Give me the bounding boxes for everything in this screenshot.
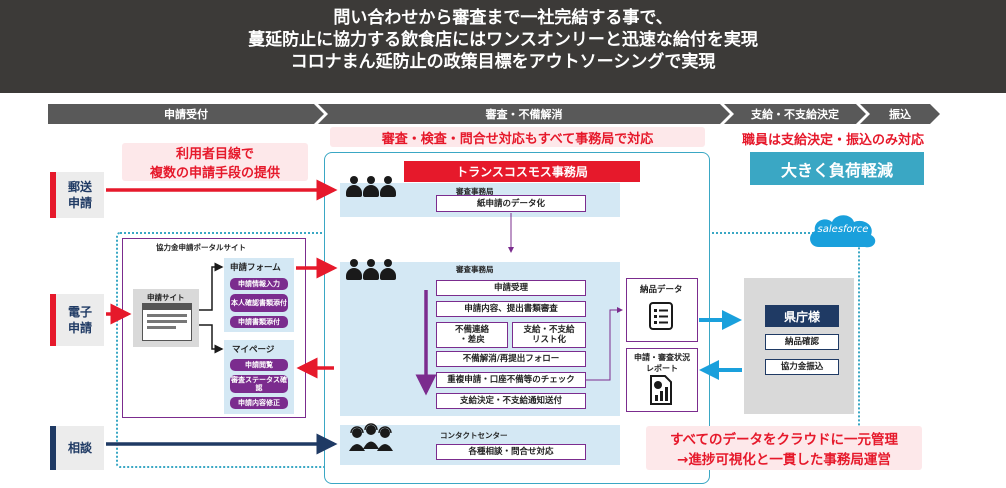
- callout-center-top: 審査・検査・問合せ対応もすべて事務局で対応: [330, 127, 705, 147]
- arrow-check-delivery: [586, 307, 623, 381]
- header-banner: 問い合わせから審査まで一社完結する事で、 蔓延防止に協力する飲食店にはワンスオン…: [0, 0, 1006, 93]
- application-site-label: 申請サイト: [147, 293, 185, 302]
- task-paper-digitization: 紙申請のデータ化: [436, 195, 586, 212]
- form-input-button[interactable]: 申請情報入力: [230, 278, 288, 290]
- callout-right-top: 職員は支給決定・振込のみ対応: [741, 133, 924, 148]
- stage-application: 申請受付: [48, 104, 324, 124]
- review-office-1-label: 審査事務局: [456, 187, 494, 196]
- portal-title: 協力金申請ポータルサイト: [156, 243, 246, 252]
- callout-cloud-management: すべてのデータをクラウドに一元管理 →進捗可視化と一貫した事務局運営: [646, 426, 922, 470]
- callout-user-perspective: 利用者目線で 複数の申請手段の提供: [122, 143, 308, 181]
- header-line-1: 問い合わせから審査まで一社完結する事で、: [333, 8, 673, 28]
- report-label: 申請・審査状況 レポート: [634, 353, 690, 373]
- people-group-icon: [346, 259, 396, 281]
- entry-consult: 相談: [50, 426, 104, 470]
- form-label: 申請フォーム: [230, 263, 281, 273]
- stage-transfer: 振込: [860, 104, 940, 124]
- form-doc-attach-button[interactable]: 申請書類添付: [230, 316, 288, 328]
- delivery-data-label: 納品データ: [640, 285, 683, 295]
- arrow-site-form: [199, 262, 224, 311]
- task-decision-list: 支給・不支給 リスト化: [512, 322, 586, 348]
- task-contact-return: 不備連絡 ・差戻: [436, 322, 508, 348]
- transcosmos-title: トランスコスモス事務局: [404, 161, 640, 182]
- document-icon: [648, 302, 674, 334]
- report-chart-icon: [649, 375, 673, 409]
- header-line-2: 蔓延防止に協力する飲食店にはワンスオンリーと迅速な給付を実現: [248, 30, 758, 50]
- people-group-icon: [346, 176, 396, 198]
- stage-review: 審査・不備解消: [318, 104, 730, 124]
- task-notice: 支給決定・不支給通知送付: [436, 393, 586, 409]
- entry-electronic: 電子 申請: [50, 294, 104, 346]
- mypage-view-button[interactable]: 申請閲覧: [230, 359, 288, 371]
- entry-mail: 郵送 申請: [50, 172, 104, 218]
- headset-group-icon: [348, 423, 394, 457]
- task-followup: 不備解消/再提出フォロー: [436, 351, 586, 367]
- cloud-icon: [805, 211, 879, 255]
- task-double-check: 重複申請・口座不備等のチェック: [436, 372, 586, 388]
- prefecture-transfer: 協力金振込: [765, 359, 839, 375]
- burden-reduction-badge: 大きく負荷軽減: [750, 152, 924, 185]
- task-review: 申請内容、提出書類審査: [436, 301, 586, 317]
- mypage-status-button[interactable]: 審査ステータス確認: [230, 375, 288, 393]
- task-accept: 申請受理: [436, 280, 586, 296]
- mypage-label: マイページ: [232, 345, 275, 355]
- prefecture-title: 県庁様: [765, 305, 839, 327]
- contact-center-label: コンタクトセンター: [440, 431, 508, 440]
- stage-decision: 支給・不支給決定: [724, 104, 866, 124]
- review-office-2-label: 審査事務局: [456, 265, 494, 274]
- prefecture-delivery-check: 納品確認: [765, 334, 839, 350]
- arrow-site-mypage: [199, 324, 224, 354]
- salesforce-label: salesforce: [817, 224, 869, 235]
- mypage-edit-button[interactable]: 申請内容修正: [230, 397, 288, 409]
- browser-window-icon: [142, 303, 192, 341]
- task-inquiry: 各種相談・問合せ対応: [436, 444, 586, 460]
- form-id-attach-button[interactable]: 本人確認書類添付: [230, 294, 288, 312]
- header-line-3: コロナまん延防止の政策目標をアウトソーシングで実現: [290, 52, 716, 72]
